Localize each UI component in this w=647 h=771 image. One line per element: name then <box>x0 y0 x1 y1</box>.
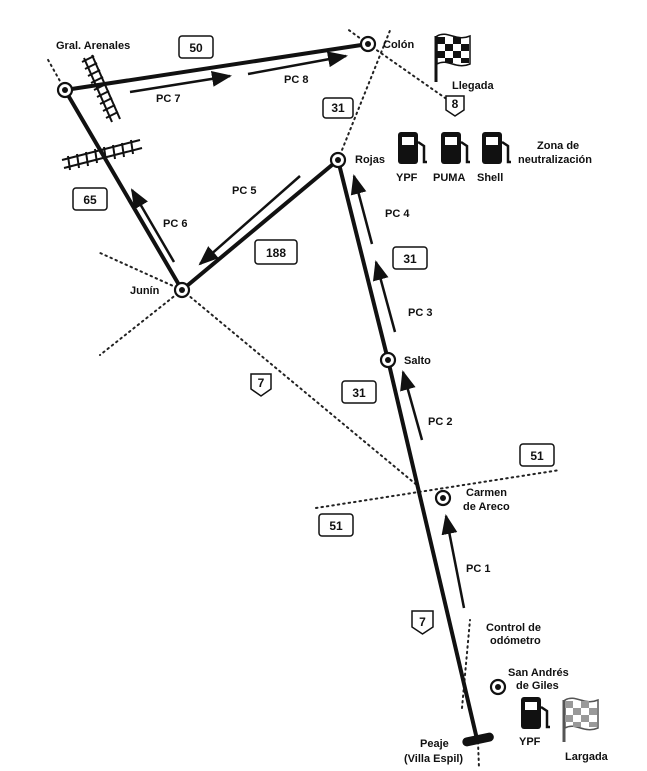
route-badge-31-low <box>341 380 377 404</box>
route-badge-65 <box>72 187 108 211</box>
other-labels: Llegada Largada Control de odómetro Zona… <box>396 80 609 763</box>
road-peaje-control <box>461 619 471 709</box>
label-san-andres-1: San Andrés <box>508 667 569 679</box>
city-markers <box>56 35 507 696</box>
main-route <box>63 42 478 737</box>
route-badge-188 <box>254 239 298 265</box>
toll-marker <box>462 732 494 747</box>
route-text-8: 8 <box>452 97 459 111</box>
city-marker-icon <box>434 489 452 507</box>
label-peaje-1: Peaje <box>420 738 449 750</box>
label-ypf-start: YPF <box>519 736 541 748</box>
label-san-andres-2: de Giles <box>516 680 559 692</box>
route-text-31-low: 31 <box>352 386 366 400</box>
road-rojas-colon <box>337 27 392 161</box>
label-carmen-2: de Areco <box>463 501 510 513</box>
label-largada: Largada <box>565 751 609 763</box>
fuel-pump-icon <box>398 132 427 164</box>
route-badges <box>72 35 555 537</box>
segment-salto-rojas <box>336 158 390 362</box>
city-marker-icon <box>379 351 397 369</box>
label-pc8: PC 8 <box>284 74 308 86</box>
direction-arrow-icon <box>441 514 466 609</box>
city-marker-icon <box>56 81 74 99</box>
route-badge-51-left <box>318 513 354 537</box>
city-marker-icon <box>173 281 191 299</box>
segment-peaje-salto <box>386 358 478 737</box>
start-flag-icon <box>562 697 599 742</box>
label-llegada: Llegada <box>452 80 494 92</box>
railway-crossing-icon <box>81 54 121 123</box>
route-badge-50 <box>178 35 214 59</box>
label-pc3: PC 3 <box>408 307 432 319</box>
segment-rojas-junin <box>180 158 340 292</box>
label-pc5: PC 5 <box>232 185 256 197</box>
label-pc7: PC 7 <box>156 93 180 105</box>
route-text-31-top: 31 <box>331 101 345 115</box>
direction-arrows <box>129 51 466 609</box>
road-junin-sw <box>99 289 183 356</box>
city-marker-icon <box>489 678 507 696</box>
route-badge-31-top <box>322 97 354 119</box>
label-pc2: PC 2 <box>428 416 452 428</box>
direction-arrow-icon <box>130 188 176 263</box>
direction-arrow-icon <box>198 175 301 266</box>
label-junin: Junín <box>130 285 160 297</box>
route-badge-texts: 50 31 65 188 31 31 51 51 8 7 7 <box>83 41 544 629</box>
secondary-roads <box>46 27 561 769</box>
route-badge-51-right <box>519 443 555 467</box>
road-junin-carmen-diagonal <box>181 289 419 487</box>
label-gral-arenales: Gral. Arenales <box>56 40 130 52</box>
label-pc4: PC 4 <box>385 208 410 220</box>
label-pc1: PC 1 <box>466 563 490 575</box>
route-text-7-left: 7 <box>258 376 265 390</box>
city-marker-icon <box>329 151 347 169</box>
label-rojas: Rojas <box>355 154 385 166</box>
route-text-51-right: 51 <box>530 449 544 463</box>
direction-arrow-icon <box>129 70 232 94</box>
label-zona-2: neutralización <box>518 154 592 166</box>
direction-arrow-icon <box>400 370 424 441</box>
route-text-51-left: 51 <box>329 519 343 533</box>
road-route51 <box>315 469 561 509</box>
route-shield-icon <box>250 95 465 635</box>
route-text-31-mid: 31 <box>403 252 417 266</box>
route-badge-31-mid <box>392 246 428 270</box>
label-shell: Shell <box>477 172 503 184</box>
checkered-flag-icon <box>434 33 471 82</box>
route-text-188: 188 <box>266 246 286 260</box>
label-puma: PUMA <box>433 172 465 184</box>
direction-arrow-icon <box>350 174 374 245</box>
fuel-pump-icon <box>441 132 470 164</box>
label-ypf: YPF <box>396 172 418 184</box>
road-peaje-south <box>477 741 480 769</box>
checkpoint-labels: PC 1 PC 2 PC 3 PC 4 PC 5 PC 6 PC 7 PC 8 <box>156 74 490 575</box>
place-labels: Gral. Arenales Colón Rojas Junín Salto C… <box>56 39 569 765</box>
road-colon-route8 <box>367 43 449 101</box>
route-text-50: 50 <box>189 41 203 55</box>
label-colon: Colón <box>383 39 414 51</box>
segment-arenales-colon <box>63 42 370 92</box>
direction-arrow-icon <box>372 260 397 333</box>
route-text-65: 65 <box>83 193 97 207</box>
direction-arrow-icon <box>247 51 348 76</box>
fuel-pump-icon <box>482 132 511 164</box>
route-text-7-bottom: 7 <box>419 615 426 629</box>
label-salto: Salto <box>404 355 431 367</box>
label-peaje-2: (Villa Espil) <box>404 753 463 765</box>
label-pc6: PC 6 <box>163 218 187 230</box>
railway-crossing-icon <box>61 139 143 171</box>
label-carmen-1: Carmen <box>466 487 507 499</box>
fuel-pump-icon <box>521 697 550 729</box>
road-junin-nw <box>97 251 183 291</box>
label-control-1: Control de <box>486 622 541 634</box>
segment-junin-arenales <box>63 88 184 292</box>
city-marker-icon <box>359 35 377 53</box>
label-zona-1: Zona de <box>537 140 579 152</box>
label-control-2: odómetro <box>490 635 541 647</box>
